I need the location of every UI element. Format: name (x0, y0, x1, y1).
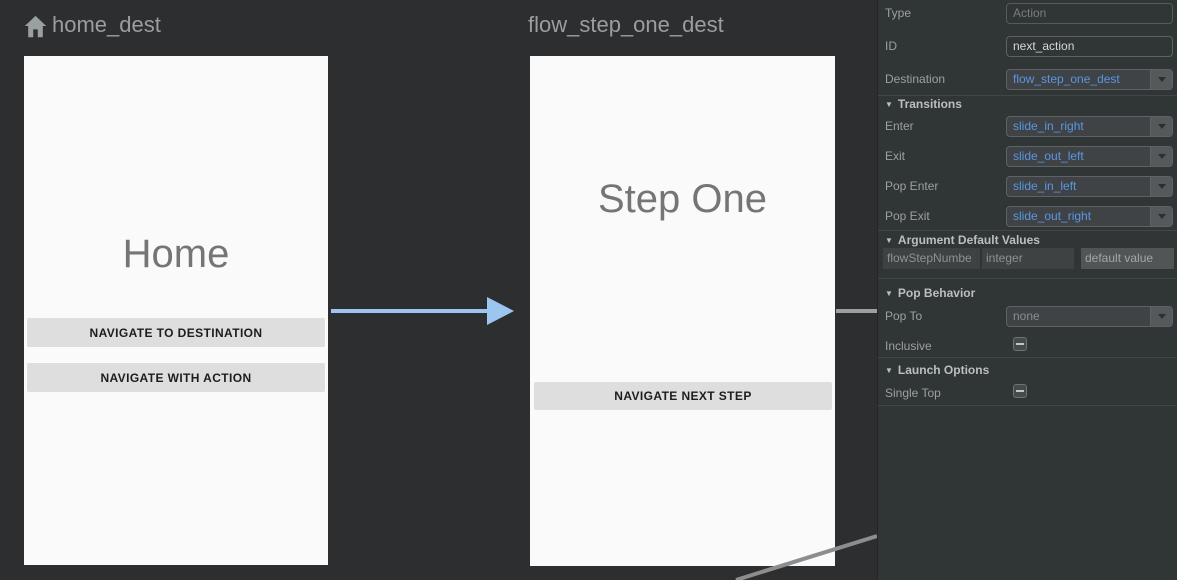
id-label: ID (885, 39, 897, 53)
dropdown-arrow-icon[interactable] (1150, 207, 1172, 226)
pop-behavior-section-title: Pop Behavior (897, 286, 976, 300)
attributes-panel: Type Action ID next_action Destination f… (877, 0, 1177, 580)
transitions-section-title: Transitions (897, 97, 962, 111)
exit-transition-row: Exit slide_out_left (885, 146, 1173, 167)
dropdown-arrow-icon[interactable] (1150, 307, 1172, 326)
id-row: ID next_action (885, 36, 1173, 57)
action-edge-diagonal[interactable] (730, 532, 877, 580)
navigate-to-destination-button: NAVIGATE TO DESTINATION (27, 318, 325, 347)
action-arrow-home-to-step-one[interactable] (330, 294, 515, 328)
home-icon (22, 13, 49, 40)
destination-dropdown[interactable]: flow_step_one_dest (1006, 69, 1173, 90)
section-divider (878, 95, 1177, 96)
pop-enter-label: Pop Enter (885, 179, 939, 193)
inclusive-row: Inclusive (885, 336, 1172, 356)
single-top-label: Single Top (885, 386, 941, 400)
collapse-arrow-icon: ▼ (885, 365, 893, 375)
dropdown-arrow-icon[interactable] (1150, 117, 1172, 136)
destination-preview-home[interactable]: Home NAVIGATE TO DESTINATION NAVIGATE WI… (24, 56, 328, 565)
collapse-arrow-icon: ▼ (885, 288, 893, 298)
type-field[interactable]: Action (1006, 3, 1173, 24)
section-divider (878, 405, 1177, 406)
pop-to-dropdown[interactable]: none (1006, 306, 1173, 327)
section-divider (878, 230, 1177, 231)
dropdown-arrow-icon[interactable] (1150, 70, 1172, 89)
exit-transition-dropdown[interactable]: slide_out_left (1006, 146, 1173, 167)
pop-exit-transition-value: slide_out_right (1013, 209, 1092, 223)
destination-dropdown-value: flow_step_one_dest (1013, 72, 1120, 86)
enter-transition-value: slide_in_right (1013, 119, 1084, 133)
pop-exit-transition-row: Pop Exit slide_out_right (885, 206, 1173, 227)
pop-to-row: Pop To none (885, 306, 1173, 327)
pop-behavior-section-header[interactable]: ▼ Pop Behavior (885, 286, 975, 300)
section-divider (878, 357, 1177, 358)
argument-defaults-section-header[interactable]: ▼ Argument Default Values (885, 233, 1040, 247)
navigate-with-action-button: NAVIGATE WITH ACTION (27, 363, 325, 392)
pop-to-label: Pop To (885, 309, 923, 323)
type-row: Type Action (885, 3, 1173, 24)
destination-title-flow-step-one[interactable]: flow_step_one_dest (528, 12, 724, 37)
enter-label: Enter (885, 119, 914, 133)
argument-type-cell[interactable]: integer (982, 248, 1074, 269)
pop-enter-transition-value: slide_in_left (1013, 179, 1077, 193)
inclusive-label: Inclusive (885, 339, 932, 353)
id-field[interactable]: next_action (1006, 36, 1173, 57)
collapse-arrow-icon: ▼ (885, 235, 893, 245)
home-screen-title: Home (122, 232, 230, 276)
destination-row: Destination flow_step_one_dest (885, 69, 1173, 90)
destination-label: Destination (885, 72, 946, 86)
single-top-checkbox[interactable] (1013, 384, 1027, 398)
section-divider (878, 278, 1177, 279)
transitions-section-header[interactable]: ▼ Transitions (885, 97, 962, 111)
destination-preview-flow-step-one[interactable]: Step One NAVIGATE NEXT STEP (530, 56, 835, 566)
pop-exit-transition-dropdown[interactable]: slide_out_right (1006, 206, 1173, 227)
inclusive-checkbox[interactable] (1013, 337, 1027, 351)
exit-transition-value: slide_out_left (1013, 149, 1084, 163)
launch-options-section-title: Launch Options (897, 363, 990, 377)
action-edge-stub[interactable] (836, 309, 877, 313)
argument-default-value-cell[interactable]: default value (1081, 248, 1174, 269)
step-one-screen-title: Step One (597, 177, 767, 221)
type-label: Type (885, 6, 912, 20)
argument-defaults-section-title: Argument Default Values (897, 233, 1040, 247)
enter-transition-row: Enter slide_in_right (885, 116, 1173, 137)
destination-title-home[interactable]: home_dest (52, 12, 161, 37)
exit-label: Exit (885, 149, 906, 163)
single-top-row: Single Top (885, 383, 1172, 403)
navigate-next-step-button: NAVIGATE NEXT STEP (534, 382, 832, 410)
enter-transition-dropdown[interactable]: slide_in_right (1006, 116, 1173, 137)
collapse-arrow-icon: ▼ (885, 99, 893, 109)
pop-enter-transition-row: Pop Enter slide_in_left (885, 176, 1173, 197)
dropdown-arrow-icon[interactable] (1150, 177, 1172, 196)
argument-name-cell[interactable]: flowStepNumbe (883, 248, 981, 269)
navigation-graph-canvas[interactable]: home_dest flow_step_one_dest Home NAVIGA… (0, 0, 877, 580)
pop-enter-transition-dropdown[interactable]: slide_in_left (1006, 176, 1173, 197)
pop-exit-label: Pop Exit (885, 209, 930, 223)
dropdown-arrow-icon[interactable] (1150, 147, 1172, 166)
launch-options-section-header[interactable]: ▼ Launch Options (885, 363, 989, 377)
pop-to-value: none (1013, 309, 1040, 323)
